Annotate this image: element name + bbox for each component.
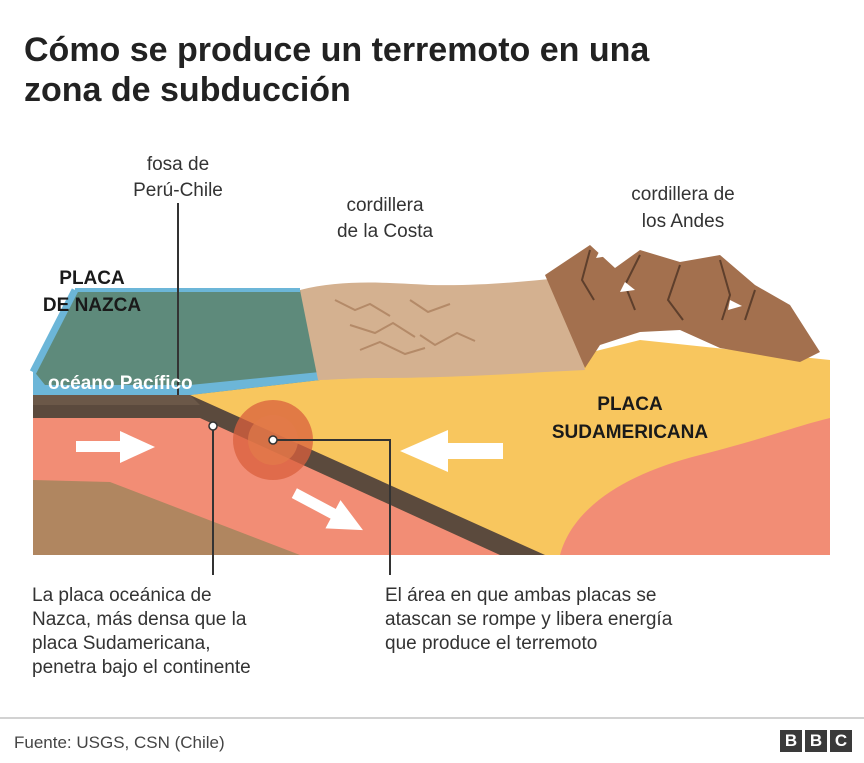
caption-right-line-3: que produce el terremoto xyxy=(385,633,598,654)
arrow-left-icon xyxy=(400,430,503,472)
bbc-logo-letter: C xyxy=(830,730,852,752)
label-sud-1: PLACA xyxy=(597,394,663,415)
hypocenter-marker xyxy=(268,435,278,445)
caption-left-line-3: placa Sudamericana, xyxy=(32,633,211,654)
source-credit: Fuente: USGS, CSN (Chile) xyxy=(14,733,225,752)
caption-right-line-1: El área en que ambas placas se xyxy=(385,585,657,606)
deep-layer xyxy=(33,480,300,555)
mantle-right xyxy=(560,418,830,555)
right-caption-pointer xyxy=(273,439,391,575)
label-nazca-2: DE NAZCA xyxy=(43,295,141,316)
arrow-down-right-icon xyxy=(291,488,363,531)
coastal-range xyxy=(300,278,585,380)
subducting-plate xyxy=(33,395,545,555)
andes-range xyxy=(545,245,820,368)
label-costa-2: de la Costa xyxy=(337,221,434,242)
caption-left-line-1: La placa oceánica de xyxy=(32,585,212,606)
ocean-edge-front xyxy=(33,370,320,395)
caption-subduction: La placa oceánica de Nazca, más densa qu… xyxy=(32,584,251,680)
label-andes-2: los Andes xyxy=(642,211,724,232)
bbc-logo: B B C xyxy=(780,730,852,752)
label-nazca-1: PLACA xyxy=(59,268,125,289)
left-marker xyxy=(208,421,218,431)
andes-snow xyxy=(596,250,742,310)
caption-right-line-2: atascan se rompe y libera energía xyxy=(385,609,673,630)
ocean-surface xyxy=(33,290,320,395)
label-costa-1: cordillera xyxy=(346,195,424,216)
arrow-right-icon xyxy=(76,431,155,463)
bbc-logo-letter: B xyxy=(805,730,827,752)
oceanic-crust-top xyxy=(33,395,200,405)
caption-left-line-2: Nazca, más densa que la xyxy=(32,609,247,630)
bbc-logo-letter: B xyxy=(780,730,802,752)
coastal-range-ridges xyxy=(334,299,476,356)
caption-earthquake: El área en que ambas placas se atascan s… xyxy=(385,584,672,656)
ocean-edge-left xyxy=(29,288,79,374)
label-fosa-2: Perú-Chile xyxy=(133,180,223,201)
caption-left-line-4: penetra bajo el continente xyxy=(32,657,251,678)
label-ocean: océano Pacífico xyxy=(48,373,193,394)
label-fosa-1: fosa de xyxy=(147,154,209,175)
label-andes-1: cordillera de xyxy=(631,184,735,205)
title-line-2: zona de subducción xyxy=(24,71,351,109)
label-sud-2: SUDAMERICANA xyxy=(552,422,709,443)
footer-divider xyxy=(0,717,864,719)
title-line-1: Cómo se produce un terremoto en una xyxy=(24,31,650,69)
diagram-title: Cómo se produce un terremoto en una zona… xyxy=(24,30,844,110)
